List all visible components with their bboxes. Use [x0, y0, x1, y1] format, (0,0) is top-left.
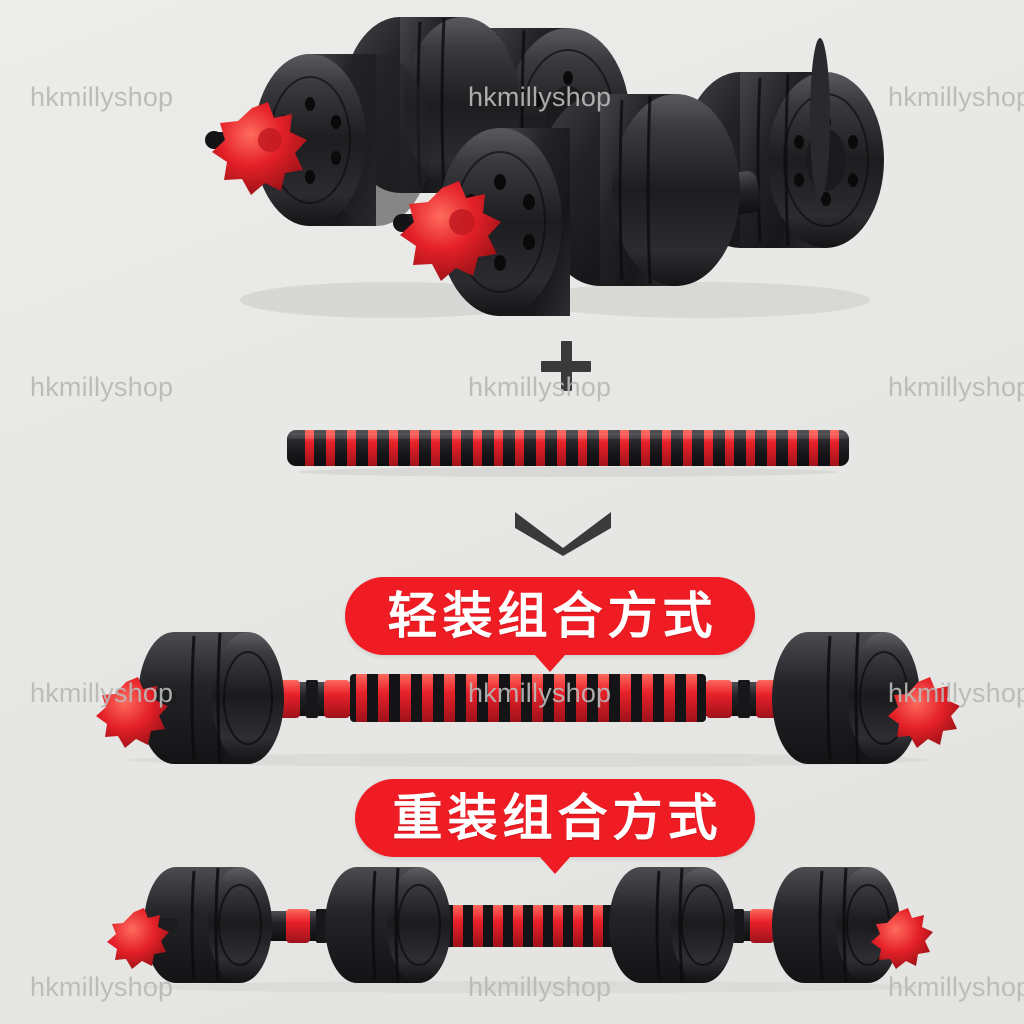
watermark-text: hkmillyshop [888, 372, 1024, 402]
pill-tail-heavy [539, 856, 571, 874]
light-mode-label-text: 轻装组合方式 [387, 588, 718, 644]
heavy-mode-label-pill: 重装组合方式 [355, 779, 755, 874]
dumbbell-pair-image [0, 0, 1024, 330]
plus-icon [541, 341, 591, 391]
light-mode-label-pill: 轻装组合方式 [345, 577, 755, 672]
plate-stack-front-left-left [254, 54, 432, 226]
chevron-down-icon [513, 508, 613, 556]
pill-tail-light [534, 654, 566, 672]
barbell-light-grip-stripes [350, 674, 706, 722]
star-collar-front-right [393, 181, 501, 281]
heavy-barbell-plate-stack-right-outer [772, 867, 933, 983]
plate-stack-far-right [810, 38, 830, 198]
heavy-barbell-plate-stack-right-inner [609, 867, 735, 983]
heavy-barbell-plate-stack-left-outer [107, 867, 272, 983]
light-barbell-plate-stack-left [96, 632, 284, 764]
heavy-mode-barbell-image [90, 855, 970, 995]
heavy-barbell-plate-stack-left-inner [325, 867, 451, 983]
light-mode-barbell-image [78, 600, 978, 770]
light-barbell-plate-stack-right [772, 632, 960, 764]
star-collar-front-left [205, 102, 307, 195]
watermark-text: hkmillyshop [30, 372, 174, 402]
dumbbell-front-left [205, 17, 520, 226]
connector-bar-image [283, 420, 853, 478]
dumbbell-front-right [393, 94, 761, 316]
heavy-mode-label-text: 重装组合方式 [392, 790, 723, 846]
